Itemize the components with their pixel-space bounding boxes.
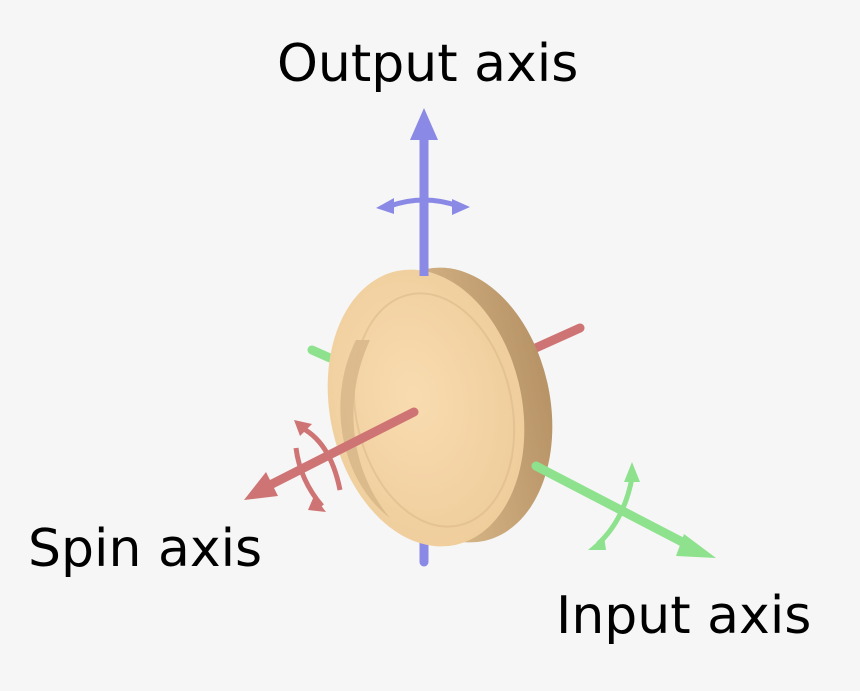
output-axis-label: Output axis bbox=[277, 34, 579, 94]
spin-axis-arrow-icon bbox=[244, 407, 419, 512]
input-axis-back bbox=[307, 345, 335, 363]
input-axis-label: Input axis bbox=[556, 586, 812, 646]
input-axis-arrow-icon bbox=[531, 461, 716, 558]
gyroscope-disc-icon bbox=[327, 267, 553, 547]
spin-axis-label: Spin axis bbox=[28, 519, 263, 579]
output-axis-arrow-icon bbox=[376, 108, 470, 276]
